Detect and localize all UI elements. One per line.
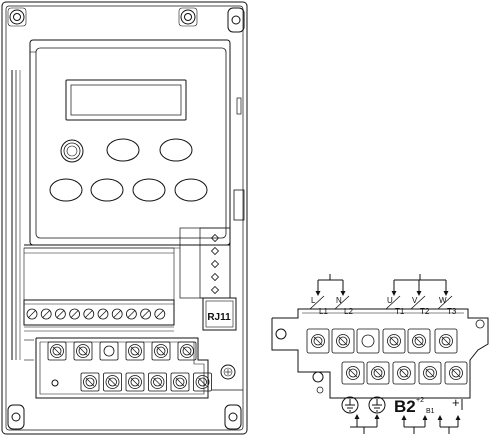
detail-terminal-screw — [435, 329, 457, 353]
label-plus-superscript: +2 — [416, 397, 424, 404]
power-terminal-screw — [126, 342, 144, 360]
status-led — [212, 248, 219, 255]
arrow-w — [444, 280, 449, 296]
control-terminal-screw — [141, 309, 151, 319]
ground-symbol-2 — [369, 397, 385, 413]
control-terminal-screw — [112, 309, 122, 319]
arrow-b1 — [423, 415, 428, 427]
detail-terminal-screw — [307, 329, 329, 353]
potentiometer-knob[interactable] — [61, 140, 83, 162]
status-led — [212, 287, 219, 294]
keypad-cover — [30, 40, 230, 245]
keypad-button-6[interactable] — [175, 179, 207, 201]
ground-screw — [221, 365, 235, 379]
svg-text:L1: L1 — [319, 307, 328, 316]
detail-terminal-screw — [383, 329, 405, 353]
control-terminal-strip — [24, 300, 174, 331]
svg-text:T1: T1 — [395, 307, 405, 316]
mount-hole-top-right — [179, 8, 197, 26]
keypad-button-2[interactable] — [160, 139, 192, 161]
power-terminal-screw — [149, 373, 167, 391]
keypad-button-1[interactable] — [107, 139, 139, 161]
arrow-v — [417, 280, 422, 296]
mount-hole-bottom-left — [8, 405, 24, 429]
drive-housing — [2, 2, 247, 434]
detail-terminal-screw — [419, 362, 441, 384]
detail-terminal-blank — [357, 329, 379, 353]
power-terminal-screw — [178, 342, 196, 360]
power-terminal-screw — [194, 373, 212, 391]
power-terminal-screw — [104, 373, 122, 391]
control-terminal-screw — [155, 309, 165, 319]
detail-terminal-screw — [408, 329, 430, 353]
arrow-u — [392, 280, 397, 296]
control-terminal-screw — [27, 309, 37, 319]
detail-terminal-screw — [332, 329, 354, 353]
keypad-button-3[interactable] — [50, 179, 82, 201]
arrow-plus — [438, 415, 443, 427]
label-b2: B2 — [394, 397, 416, 416]
arrow-l — [316, 280, 321, 296]
control-terminal-screw — [84, 309, 94, 319]
arrow-minus — [456, 415, 461, 427]
control-terminal-screw — [98, 309, 108, 319]
power-terminal-screw — [48, 342, 66, 360]
display-window — [66, 80, 186, 120]
svg-text:W: W — [439, 296, 447, 305]
power-terminal-screw — [126, 373, 144, 391]
detail-terminal-screw — [393, 362, 415, 384]
status-led — [212, 261, 219, 268]
svg-text:L2: L2 — [344, 307, 353, 316]
mount-hole-bottom-right — [225, 405, 241, 429]
ground-symbol-1 — [342, 397, 358, 413]
arrow-ground-1 — [355, 414, 360, 427]
mount-hole-top-left — [8, 8, 26, 26]
power-terminal-screw — [171, 373, 189, 391]
control-terminal-screw — [126, 309, 136, 319]
rj11-label: RJ11 — [207, 312, 231, 323]
label-b1: B1 — [426, 408, 435, 415]
drive-unit: RJ11 — [2, 2, 247, 434]
keypad-button-5[interactable] — [133, 179, 165, 201]
control-terminal-screw — [41, 309, 51, 319]
power-terminal-screw — [74, 342, 92, 360]
rj11-port[interactable]: RJ11 — [203, 298, 236, 330]
terminal-block-outline — [272, 309, 488, 398]
keypad-button-4[interactable] — [91, 179, 123, 201]
status-led — [212, 274, 219, 281]
svg-text:T2: T2 — [420, 307, 430, 316]
status-led-column — [180, 228, 230, 298]
power-terminal-screw — [81, 373, 99, 391]
svg-text:T3: T3 — [447, 307, 457, 316]
power-terminal-screw — [152, 342, 170, 360]
power-terminal-blank — [100, 342, 118, 360]
power-terminal-block — [36, 338, 212, 398]
detail-terminal-screw — [342, 362, 364, 384]
control-terminal-screw — [70, 309, 80, 319]
arrow-n — [341, 280, 346, 296]
control-terminal-screw — [55, 309, 65, 319]
detail-terminal-screw — [367, 362, 389, 384]
label-plus: + — [452, 395, 460, 410]
mount-hole-top-right-outer — [228, 8, 244, 32]
arrow-b2 — [402, 415, 407, 427]
arrow-ground-2 — [375, 414, 380, 427]
detail-terminal-screw — [445, 362, 467, 384]
